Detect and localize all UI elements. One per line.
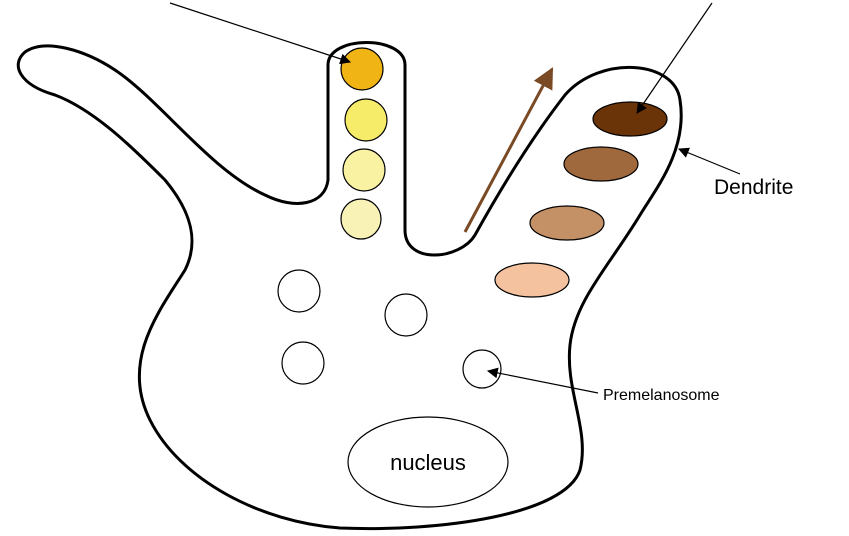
premelanosome-vesicle	[278, 270, 320, 312]
yellow-granule	[341, 199, 381, 239]
pointer-line-yellow-granule	[170, 3, 350, 62]
melanosome-light-brown	[530, 206, 604, 240]
melanosome-dark-brown	[593, 102, 667, 136]
melanosome-medium-brown	[564, 147, 638, 181]
premelanosome-vesicle	[385, 294, 427, 336]
melanosome-tan	[495, 263, 569, 297]
dendrite-label: Dendrite	[714, 176, 793, 199]
premelanosome-vesicle	[463, 350, 501, 388]
yellow-granule	[343, 149, 385, 191]
yellow-granule	[345, 99, 387, 141]
pointer-line-dendrite	[679, 149, 740, 174]
premelanosome-label: Premelanosome	[603, 387, 720, 404]
yellow-granule	[341, 48, 383, 90]
nucleus-label: nucleus	[390, 450, 466, 475]
premelanosome-vesicle	[282, 342, 324, 384]
